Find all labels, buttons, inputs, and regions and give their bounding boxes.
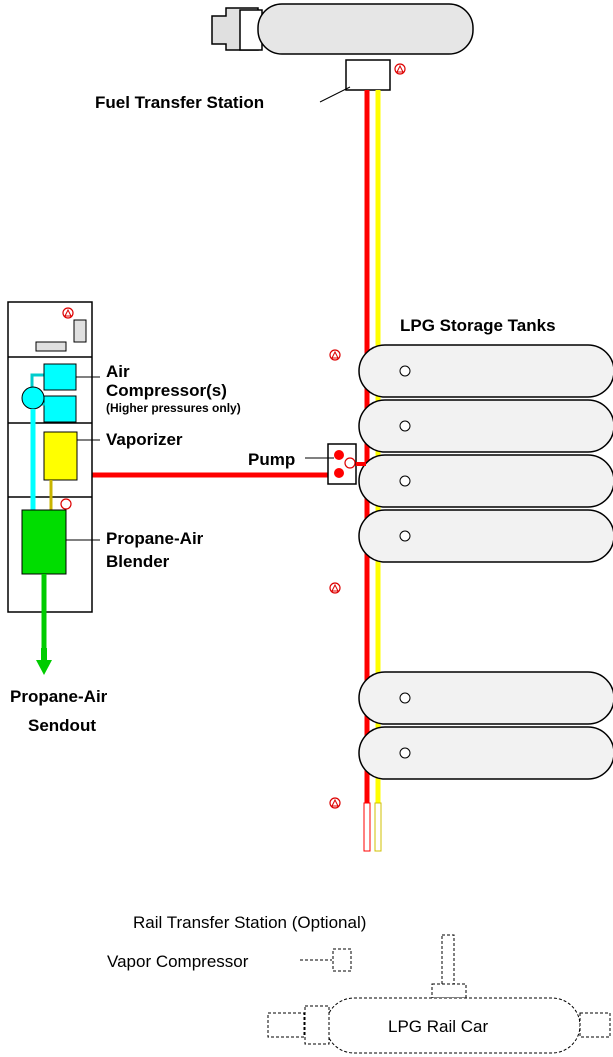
safety-valve-icon — [329, 582, 341, 594]
storage-tank — [358, 344, 613, 398]
excess-flow-valve-icon — [344, 457, 356, 469]
propane-air-plant — [7, 301, 93, 675]
vapor-compressor — [332, 948, 352, 972]
pump-label: Pump — [248, 450, 295, 469]
sendout-label-2: Sendout — [28, 716, 96, 735]
vapor-compressor-label: Vapor Compressor — [107, 952, 249, 971]
storage-tanks — [358, 344, 613, 780]
pump — [327, 443, 366, 485]
blender-label-2: Blender — [106, 552, 170, 571]
fuel-transfer-station-box — [345, 59, 391, 91]
rail-car-label: LPG Rail Car — [388, 1017, 488, 1036]
air-compressor-label-1: Air — [106, 362, 130, 381]
air-compressor-label-2: Compressor(s) — [106, 381, 227, 400]
rail-car — [267, 934, 611, 1054]
transport-truck — [211, 3, 474, 55]
leader-line — [319, 86, 351, 103]
lpg-storage-tanks-label: LPG Storage Tanks — [400, 316, 556, 335]
fuel-transfer-station-label: Fuel Transfer Station — [95, 93, 264, 112]
blender-label-1: Propane-Air — [106, 529, 204, 548]
safety-valve-icon — [62, 307, 74, 319]
optional-liquid-line — [363, 802, 371, 852]
air-compressor-note: (Higher pressures only) — [106, 401, 241, 415]
storage-tank — [358, 454, 613, 508]
excess-flow-valve-icon — [60, 498, 72, 510]
vaporizer-label: Vaporizer — [106, 430, 183, 449]
storage-tank — [358, 671, 613, 725]
safety-valve-icon — [394, 63, 406, 75]
storage-tank — [358, 399, 613, 453]
optional-vapor-line — [374, 802, 382, 852]
storage-tank — [358, 726, 613, 780]
sendout-label-1: Propane-Air — [10, 687, 108, 706]
safety-valve-icon — [329, 797, 341, 809]
safety-valve-icon — [329, 349, 341, 361]
storage-tank — [358, 509, 613, 563]
rail-transfer-station-label: Rail Transfer Station (Optional) — [133, 913, 366, 932]
